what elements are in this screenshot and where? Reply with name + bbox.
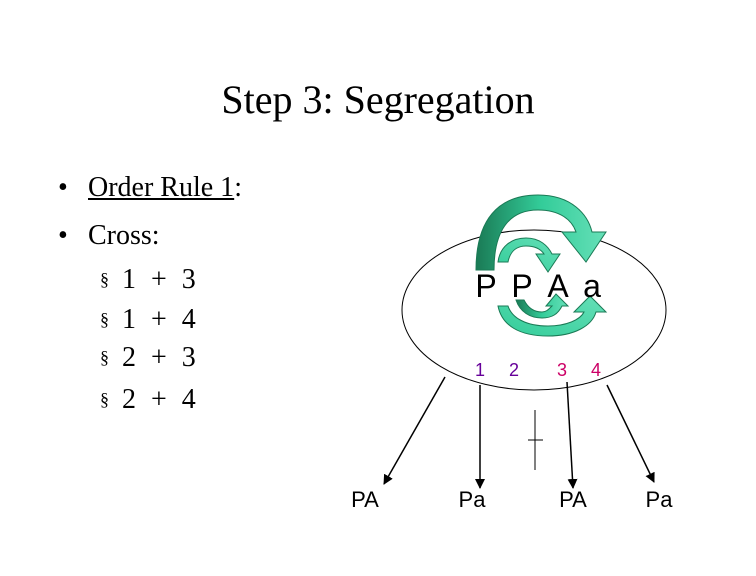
sub-bullet-3: § 2 + 3 bbox=[100, 342, 200, 374]
gamete-arrow-1 bbox=[383, 376, 446, 485]
allele-3: A bbox=[547, 268, 569, 304]
sub-bullet-marker: § bbox=[100, 389, 109, 409]
bullet-cross: • Cross: bbox=[58, 220, 160, 252]
sub-bullet-text: 2 + 4 bbox=[122, 384, 200, 415]
sub-bullet-text: 2 + 3 bbox=[122, 342, 200, 373]
gamete-arrow-4 bbox=[606, 384, 655, 483]
position-1: 1 bbox=[475, 360, 485, 380]
slide-title: Step 3: Segregation bbox=[221, 77, 535, 122]
sub-bullet-marker: § bbox=[100, 309, 109, 329]
bullet-marker: • bbox=[58, 172, 68, 203]
bullet-suffix: : bbox=[234, 172, 242, 203]
gamete-4: Pa bbox=[646, 487, 674, 512]
gamete-arrow-3 bbox=[566, 381, 578, 489]
bullet-marker: • bbox=[58, 220, 68, 251]
bullet-order-rule: • Order Rule 1: bbox=[58, 172, 242, 204]
order-rule-link[interactable]: Order Rule 1 bbox=[88, 172, 235, 203]
cell-outline bbox=[401, 229, 667, 391]
gamete-3: PA bbox=[559, 487, 587, 512]
sub-bullet-4: § 2 + 4 bbox=[100, 384, 200, 416]
curved-arrow-icon bbox=[515, 293, 570, 319]
sub-bullet-1: § 1 + 3 bbox=[100, 264, 200, 296]
allele-2: P bbox=[511, 268, 532, 304]
sub-bullet-2: § 1 + 4 bbox=[100, 304, 200, 336]
gamete-2: Pa bbox=[459, 487, 487, 512]
allele-4: a bbox=[583, 268, 601, 304]
curved-arrow-icon bbox=[475, 194, 607, 271]
sub-bullet-marker: § bbox=[100, 347, 109, 367]
position-4: 4 bbox=[591, 360, 601, 380]
gamete-1: PA bbox=[351, 487, 379, 512]
sub-bullet-text: 1 + 4 bbox=[122, 304, 200, 335]
curved-arrow-icon bbox=[497, 295, 608, 337]
sub-bullet-text: 1 + 3 bbox=[122, 264, 200, 295]
bullet-text: Cross: bbox=[88, 220, 160, 251]
position-2: 2 bbox=[509, 360, 519, 380]
allele-1: P bbox=[475, 268, 496, 304]
sub-bullet-marker: § bbox=[100, 269, 109, 289]
curved-arrow-icon bbox=[497, 237, 561, 273]
position-3: 3 bbox=[557, 360, 567, 380]
